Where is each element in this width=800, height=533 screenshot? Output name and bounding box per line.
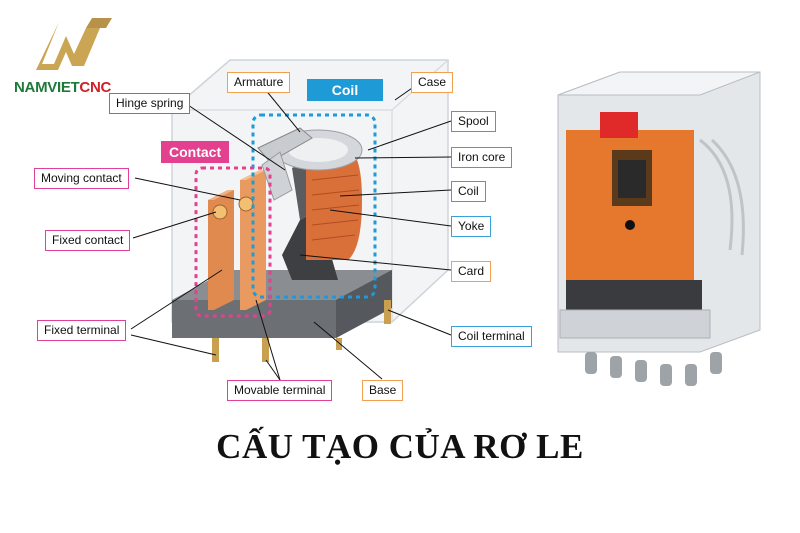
logo-text-part2: CNC (79, 79, 112, 96)
terminal-pin (384, 300, 391, 324)
contact-dotted-box (194, 166, 272, 318)
label-moving-contact: Moving contact (34, 168, 129, 189)
label-case: Case (411, 72, 454, 93)
leader-lines (130, 82, 452, 381)
contact-point (212, 204, 228, 220)
label-card: Card (451, 261, 492, 282)
relay-photo (557, 71, 761, 386)
label-coil-terminal: Coil terminal (451, 326, 532, 347)
label-base: Base (362, 380, 404, 401)
contact-tag: Contact (161, 141, 230, 163)
label-fixed-terminal: Fixed terminal (37, 320, 127, 341)
hinge-spring-shape (261, 151, 293, 201)
coil-tag: Coil (307, 79, 383, 101)
fixed-contact-plate (208, 190, 234, 310)
label-iron-core: Iron core (451, 147, 513, 168)
label-armature: Armature (227, 72, 291, 93)
logo (14, 14, 144, 109)
terminal-pin (212, 338, 219, 362)
label-hinge-spring: Hinge spring (109, 93, 191, 114)
terminal-pin (336, 338, 342, 350)
label-movable-terminal: Movable terminal (227, 380, 333, 401)
label-fixed-contact: Fixed contact (45, 230, 131, 251)
logo-mark-icon (36, 18, 112, 70)
logo-text: NAMVIETCNC (14, 79, 111, 96)
label-spool: Spool (451, 111, 496, 132)
logo-text-part1: NAMVIET (14, 79, 80, 96)
label-coil: Coil (451, 181, 486, 202)
page-title: CẤU TẠO CỦA RƠ LE (216, 427, 584, 466)
coil-dotted-box (251, 113, 377, 299)
label-yoke: Yoke (451, 216, 492, 237)
contact-point (238, 196, 254, 212)
terminal-pin (262, 338, 269, 362)
